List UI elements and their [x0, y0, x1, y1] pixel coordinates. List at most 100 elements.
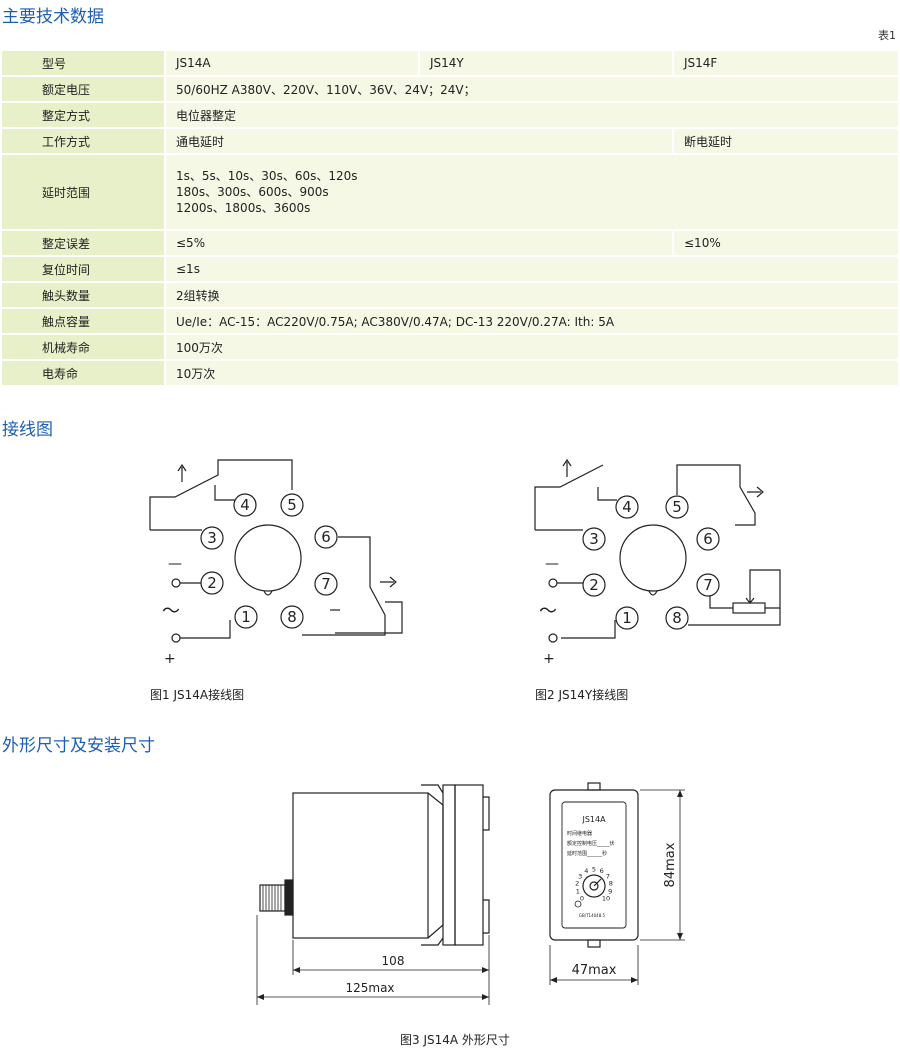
relay-base [442, 784, 456, 946]
socket [234, 524, 302, 592]
row-label: 机械寿命 [2, 335, 164, 359]
range-line: 180s、300s、600s、900s [176, 185, 329, 199]
actuator-arrow [177, 463, 187, 482]
table-row: 延时范围 1s、5s、10s、30s、60s、120s 180s、300s、60… [2, 155, 898, 229]
socket [619, 524, 687, 592]
table-row: 触点容量 Ue/Ie：AC-15：AC220V/0.75A; AC380V/0.… [2, 309, 898, 333]
dial [582, 874, 606, 898]
pin-3: 3 [589, 530, 599, 548]
row-value: 电位器整定 [164, 103, 898, 127]
pin-4: 4 [622, 498, 632, 516]
actuator-arrow [380, 576, 397, 588]
pin-8: 8 [672, 609, 682, 627]
row-label: 型号 [2, 51, 164, 75]
terminal [548, 578, 558, 588]
cert-mark [574, 900, 582, 908]
pin-7: 7 [321, 575, 331, 593]
dim-125max: 125max [345, 981, 394, 995]
wire [149, 459, 293, 530]
wire [534, 464, 604, 530]
wire [561, 620, 616, 639]
model-js14a: JS14A [164, 51, 418, 75]
row-value: Ue/Ie：AC-15：AC220V/0.75A; AC380V/0.47A; … [164, 309, 898, 333]
section-title-dims: 外形尺寸及安装尺寸 [2, 736, 155, 756]
dimension-front-view: JS14A 时间继电器 额定控制电压_____伏 延时范围______秒 GB/… [549, 782, 685, 985]
pin-1: 1 [622, 609, 632, 627]
knob-collar [284, 879, 294, 916]
table-row: 额定电压 50/60HZ A380V、220V、110V、36V、24V；24V… [2, 77, 898, 101]
row-label: 电寿命 [2, 361, 164, 385]
row-value-f: 断电延时 [672, 129, 898, 153]
terminal [171, 578, 181, 588]
pin-6: 6 [703, 530, 713, 548]
row-value: 50/60HZ A380V、220V、110V、36V、24V；24V； [164, 77, 898, 101]
wiring-diagram-js14y: 4 5 3 6 2 7 1 8 — ～ + [534, 458, 781, 667]
dial-pointer [593, 878, 602, 887]
pin-5: 5 [287, 496, 297, 514]
dial-tick-label: 6 [600, 867, 604, 875]
dial-tick-label: 5 [592, 865, 596, 873]
model-js14y: JS14Y [418, 51, 672, 75]
face-model: JS14A [581, 815, 606, 824]
dial-tick-label: 8 [609, 880, 613, 888]
knob-knurl [262, 885, 282, 911]
row-value: 100万次 [164, 335, 898, 359]
table-row: 型号 JS14A JS14Y JS14F [2, 51, 898, 75]
dial-tick-label: 7 [606, 872, 610, 880]
dial-tick-label: 0 [580, 894, 584, 902]
range-line: 1200s、1800s、3600s [176, 201, 311, 215]
face-range: 延时范围______秒 [567, 850, 607, 857]
row-value-f: ≤10% [672, 231, 898, 255]
row-label: 复位时间 [2, 257, 164, 281]
pin-6: 6 [321, 528, 331, 546]
row-value: ≤5% [164, 231, 672, 255]
spec-table: 型号 JS14A JS14Y JS14F 额定电压 50/60HZ A380V、… [2, 49, 898, 387]
caption-fig1: 图1 JS14A接线图 [150, 688, 245, 702]
row-label: 工作方式 [2, 129, 164, 153]
dial-center [589, 881, 599, 891]
row-label: 额定电压 [2, 77, 164, 101]
table-row: 整定方式 电位器整定 [2, 103, 898, 127]
relay-clamp [427, 792, 444, 939]
table-row: 整定误差 ≤5% ≤10% [2, 231, 898, 255]
wire [709, 569, 781, 609]
row-label: 整定误差 [2, 231, 164, 255]
wire [180, 620, 231, 639]
face-name: 时间继电器 [567, 830, 592, 837]
relay-clamp-edge [421, 784, 444, 946]
dimension-side-view: 108 125max [256, 784, 490, 1005]
table-row: 复位时间 ≤1s [2, 257, 898, 281]
terminal [548, 633, 558, 643]
face-voltage: 额定控制电压_____伏 [567, 840, 615, 847]
dial-tick-label: 9 [608, 888, 612, 896]
plus-sign: + [543, 651, 555, 667]
terminal [171, 633, 181, 643]
bottom-tab [587, 939, 601, 948]
ac-sign: ～ [539, 601, 557, 622]
model-js14f: JS14F [672, 51, 898, 75]
table-row: 工作方式 通电延时 断电延时 [2, 129, 898, 153]
face-std: GB/T14048.5 [579, 913, 606, 918]
dial-tick-label: 1 [576, 888, 580, 896]
pin-8: 8 [287, 608, 297, 626]
wire [302, 536, 403, 636]
section-title-tech: 主要技术数据 [2, 7, 104, 27]
row-label: 触头数量 [2, 283, 164, 307]
pin-4: 4 [240, 496, 250, 514]
dim-47max: 47max [572, 963, 617, 978]
top-tab [587, 782, 601, 791]
table-row: 电寿命 10万次 [2, 361, 898, 385]
dimension-line [550, 790, 681, 981]
pin-5: 5 [672, 498, 682, 516]
dimension-line [257, 969, 489, 998]
dim-108: 108 [382, 954, 405, 968]
pin-3: 3 [207, 529, 217, 547]
dim-84max: 84max [663, 842, 678, 887]
minus-sign: — [168, 556, 182, 572]
pin-1: 1 [241, 608, 251, 626]
ac-sign: ～ [162, 601, 180, 622]
dial-tick-label: 4 [584, 867, 588, 875]
row-value: ≤1s [164, 257, 898, 281]
caption-fig2: 图2 JS14Y接线图 [535, 688, 629, 702]
